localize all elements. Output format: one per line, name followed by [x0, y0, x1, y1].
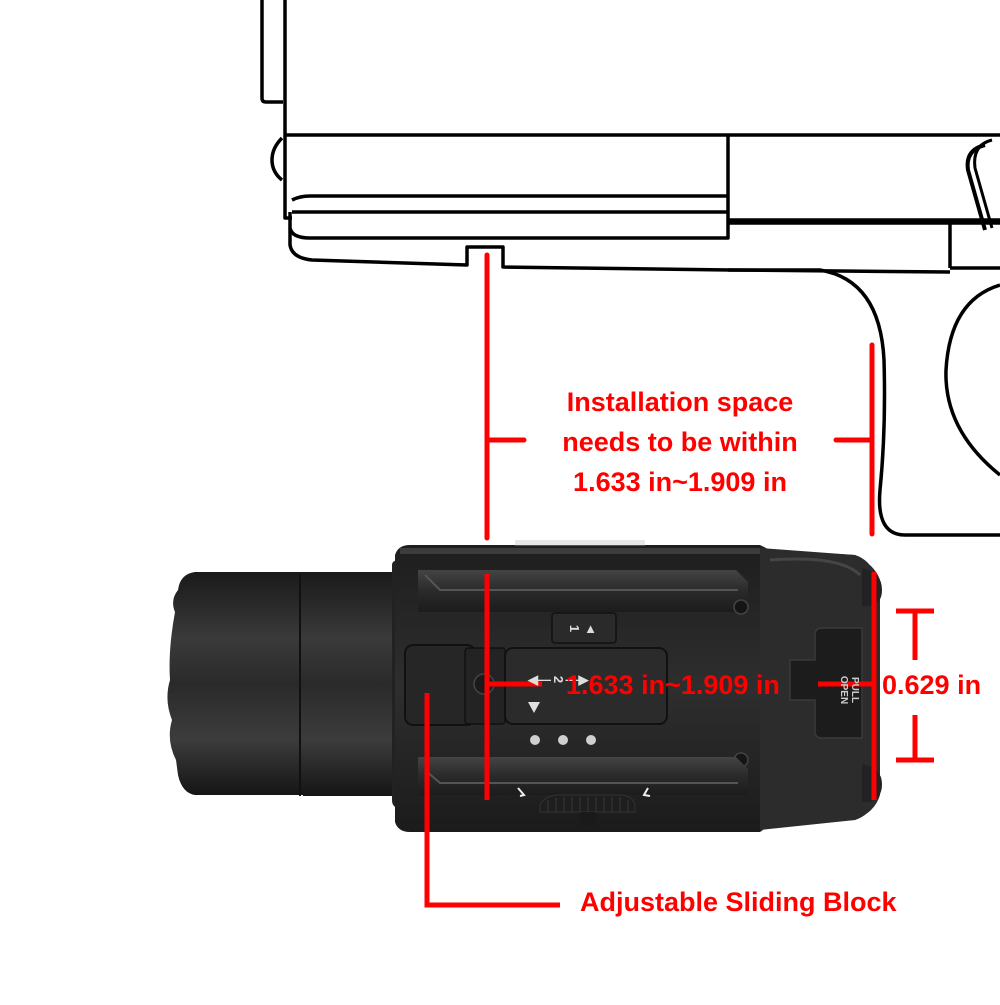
dimension-lines [424, 252, 934, 908]
mode-2-label: 2 [550, 675, 566, 684]
installation-space-line-3: 1.633 in~1.909 in [573, 467, 787, 497]
left-arrow-icon: ◀— [528, 672, 551, 687]
down-arrow-icon [528, 702, 540, 713]
up-arrow-icon: ▲ [584, 620, 598, 636]
mode-1-label: 1 [567, 624, 583, 632]
installation-space-label: Installation space needs to be within 1.… [500, 382, 860, 502]
installation-space-line-1: Installation space [566, 387, 794, 417]
height-dimension-label: 0.629 in [882, 670, 982, 700]
right-arrow-icon: —▶ [565, 672, 589, 687]
sliding-block-label: Adjustable Sliding Block [580, 887, 897, 917]
rail-range-label: 1.633 in~1.909 in [566, 670, 780, 700]
door-label-pull: PULL [849, 676, 860, 704]
mode-2-slider: ◀— 2 —▶ [528, 672, 588, 688]
battery-door-label: PULL OPEN [820, 670, 860, 710]
weapon-light [167, 540, 882, 832]
mode-1-button: 1 ▲ [552, 613, 616, 643]
installation-space-line-2: needs to be within [562, 427, 798, 457]
pistol-outline [260, 0, 1000, 537]
door-label-open: OPEN [838, 675, 849, 705]
